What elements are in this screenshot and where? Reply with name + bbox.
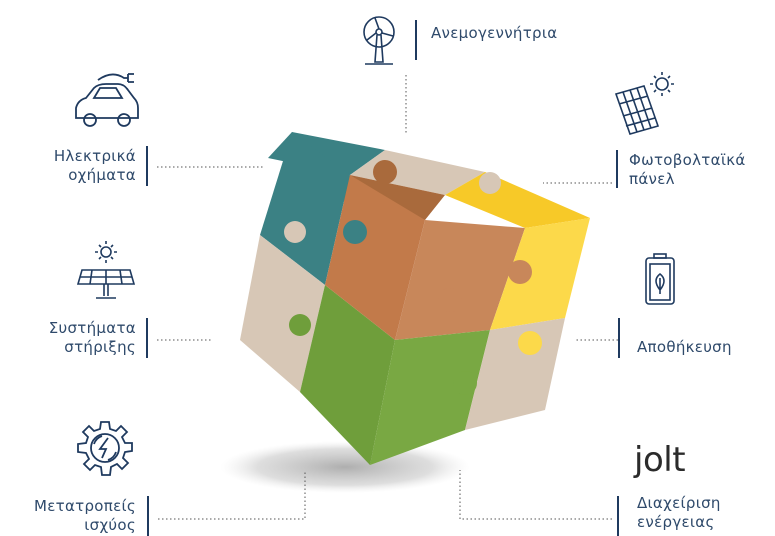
knob-7	[518, 331, 542, 355]
inverter-label-line1: Μετατροπείς	[33, 497, 136, 515]
mount-label-line1: Συστήματα	[48, 319, 136, 337]
mount-label-line2: στήριξης	[64, 338, 136, 356]
knob-6	[508, 260, 532, 284]
knob-2	[289, 314, 311, 336]
front-piece-green-2	[370, 330, 490, 465]
gear-power-icon	[77, 421, 133, 476]
mount-label: Συστήματα στήριξης	[20, 319, 136, 357]
pv-label-line2: πάνελ	[629, 170, 675, 188]
connector-management	[459, 470, 612, 520]
solar-mount-icon	[76, 241, 136, 299]
electric-car-icon	[75, 73, 139, 127]
knob-4	[373, 160, 397, 184]
wind-bar	[415, 20, 417, 60]
wind-label: Ανεμογεννήτρια	[431, 24, 558, 42]
ev-label-line1: Ηλεκτρικά	[53, 147, 136, 165]
cube-shadow	[220, 441, 470, 493]
battery-icon	[645, 253, 675, 305]
pv-bar	[616, 150, 618, 188]
inverter-label-line2: ισχύος	[84, 516, 136, 534]
puzzle-cube	[240, 132, 590, 465]
ev-bar	[146, 146, 148, 186]
left-piece-teal	[260, 132, 350, 285]
knob-3	[343, 220, 367, 244]
knob-1	[284, 221, 306, 243]
solar-panel-icon	[614, 72, 674, 135]
ev-label: Ηλεκτρικά οχήματα	[20, 147, 136, 185]
storage-label: Αποθήκευση	[637, 338, 732, 356]
ev-label-line2: οχήματα	[68, 166, 136, 184]
knob-5	[479, 172, 501, 194]
management-bar	[617, 496, 619, 536]
wind-turbine-icon	[363, 16, 395, 65]
management-label-line1: Διαχείριση	[637, 494, 721, 512]
pv-label: Φωτοβολταϊκά πάνελ	[629, 151, 746, 189]
management-label: Διαχείριση ενέργειας	[637, 494, 721, 532]
left-piece-beige	[240, 235, 325, 392]
mount-bar	[146, 318, 148, 358]
front-piece-brown-2	[395, 220, 525, 340]
jolt-logo: jolt	[634, 440, 686, 480]
pv-label-line1: Φωτοβολταϊκά	[629, 151, 746, 169]
storage-bar	[618, 318, 620, 358]
connector-inverter	[158, 470, 306, 520]
inverter-bar	[147, 496, 149, 536]
front-piece-brown-1	[325, 175, 425, 340]
knob-8	[453, 371, 477, 395]
inverter-label: Μετατροπείς ισχύος	[10, 497, 136, 535]
knob-9	[438, 288, 462, 312]
left-piece-green-1	[300, 285, 395, 465]
management-label-line2: ενέργειας	[637, 513, 715, 531]
front-piece-yellow	[490, 218, 590, 330]
